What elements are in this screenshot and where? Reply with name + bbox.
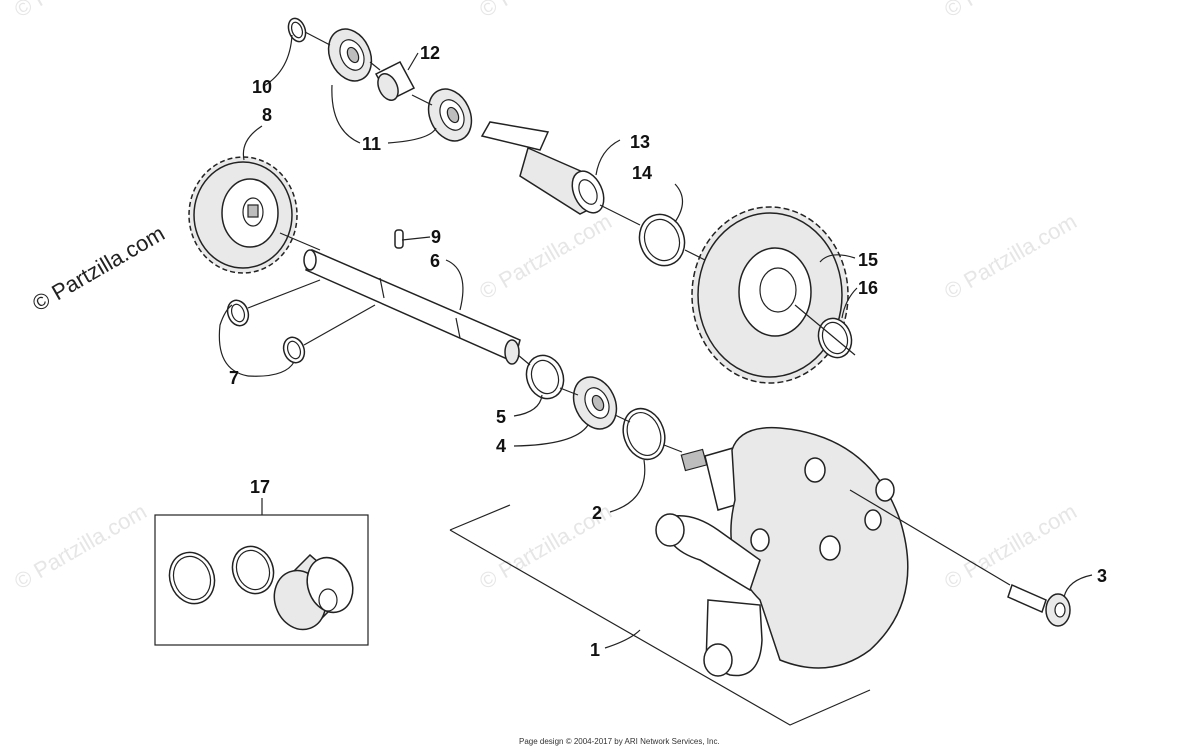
assembly-outline [449,504,871,726]
callout-3: 3 [1097,566,1107,586]
center-lines [247,31,1011,586]
bearing-11a [327,28,373,82]
bearing-4 [572,376,618,430]
watermarks: © Partzilla.com © Partzilla.com © Partzi… [10,0,1081,594]
callout-7: 7 [229,368,239,388]
watermark: © Partzilla.com [475,209,616,305]
callout-12: 12 [420,43,440,63]
callout-10: 10 [252,77,272,97]
water-pump-1 [655,426,909,677]
callout-5: 5 [496,407,506,427]
callout-13: 13 [630,132,650,152]
callout-9: 9 [431,227,441,247]
callout-15: 15 [858,250,878,270]
pin-9 [394,229,404,249]
watermark: © Partzilla.com [940,209,1081,305]
callouts: 1 2 3 4 5 6 7 8 9 10 11 12 13 14 15 16 1… [229,43,1107,660]
callout-8: 8 [262,105,272,125]
gear-8 [188,156,298,274]
watermark: © Partzilla.com [940,499,1081,595]
shaft-6 [303,248,521,365]
snap-ring-10 [287,17,307,43]
bolt-3 [1007,583,1071,627]
watermark: © Partzilla.com [10,499,151,595]
callout-2: 2 [592,503,602,523]
kit-17-box [154,514,369,646]
callout-16: 16 [858,278,878,298]
callout-17: 17 [250,477,270,497]
leader-lines [218,34,1093,649]
snap-ring-7a [226,299,250,327]
side-watermark: © Partzilla.com [28,221,169,317]
watermark: © Partzilla.com [10,0,151,22]
callout-6: 6 [430,251,440,271]
callout-4: 4 [496,436,506,456]
circlip-5 [525,354,565,400]
circlip-14 [638,213,686,267]
bearing-11b [427,88,473,142]
bushing-12 [374,61,416,101]
watermark: © Partzilla.com [940,0,1081,22]
callout-11: 11 [362,134,381,154]
footer-credit: Page design © 2004-2017 by ARI Network S… [519,737,720,746]
watermark: © Partzilla.com [475,0,616,22]
snap-ring-7b [282,336,306,364]
callout-14: 14 [632,163,652,183]
o-ring-2 [622,407,666,461]
shaft-13 [480,121,605,215]
callout-1: 1 [590,640,600,660]
gear-15 [691,206,849,384]
